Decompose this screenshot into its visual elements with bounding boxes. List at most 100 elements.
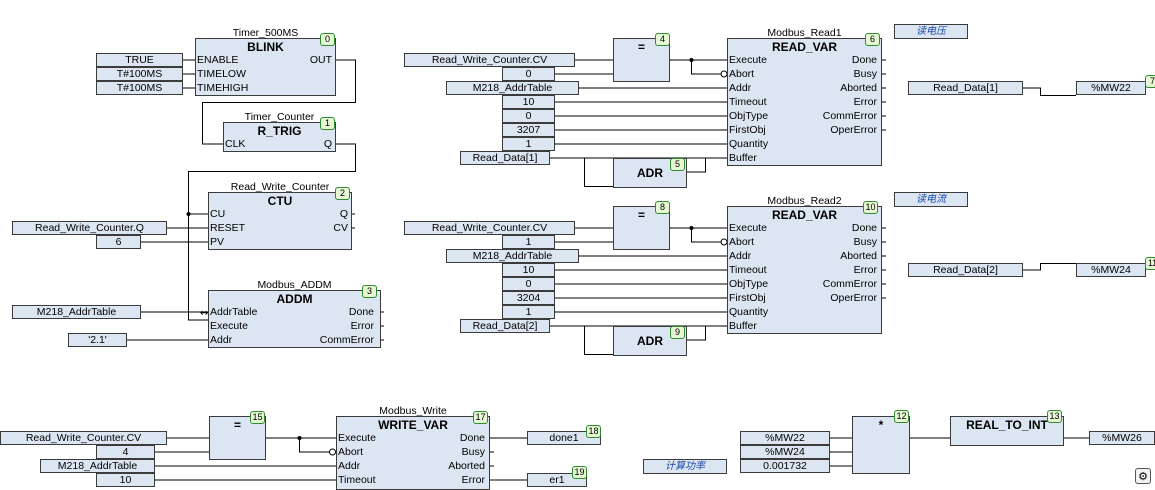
pin-addr: Addr: [729, 82, 752, 94]
junction-dot: [689, 58, 694, 62]
rtrig-block[interactable]: R_TRIG CLK Q: [223, 122, 336, 152]
read1-instance-name[interactable]: Modbus_Read1: [767, 27, 842, 39]
eq3-in2-value[interactable]: 4: [96, 445, 155, 459]
blink-instance-name[interactable]: Timer_500MS: [232, 27, 299, 39]
read1-block[interactable]: READ_VAR Execute Abort Addr Timeout ObjT…: [727, 38, 882, 166]
comment-read-voltage[interactable]: 读电压: [894, 24, 968, 39]
pin-q: Q: [339, 208, 348, 220]
comment-read-current[interactable]: 读电流: [894, 192, 968, 207]
addm-addr-value[interactable]: '2.1': [68, 333, 127, 347]
pin-aborted: Aborted: [840, 250, 877, 262]
comment-calc-power[interactable]: 计算功率: [643, 459, 727, 474]
pin-commerror: CommError: [319, 334, 374, 346]
mul-number-badge: 12: [894, 410, 909, 423]
eq2-in2-value[interactable]: 1: [502, 235, 555, 249]
mul-block[interactable]: *: [852, 416, 910, 474]
eq3-in1-value[interactable]: Read_Write_Counter.CV: [0, 431, 167, 445]
write-addr-value[interactable]: M218_AddrTable: [40, 459, 155, 473]
read2-block[interactable]: READ_VAR Execute Abort Addr Timeout ObjT…: [727, 206, 882, 334]
read1-timeout-value[interactable]: 10: [502, 95, 555, 109]
read2-quantity-value[interactable]: 1: [502, 305, 555, 319]
adr1-number-badge: 5: [670, 158, 685, 171]
pin-reset: RESET: [210, 222, 246, 234]
read2-objtype-value[interactable]: 0: [502, 277, 555, 291]
read2-timeout-value[interactable]: 10: [502, 263, 555, 277]
read1-addr-value[interactable]: M218_AddrTable: [446, 81, 579, 95]
pin-execute: Execute: [729, 54, 767, 66]
pin-out: OUT: [309, 54, 332, 66]
assign1-source[interactable]: Read_Data[1]: [908, 81, 1023, 95]
read2-firstobj-value[interactable]: 3204: [502, 291, 555, 305]
eq1-in2-value[interactable]: 0: [502, 67, 555, 81]
rtrig-type: R_TRIG: [257, 124, 302, 138]
write-number-badge: 17: [473, 411, 488, 424]
pin-buffer: Buffer: [729, 152, 757, 164]
pin-done: Done: [459, 432, 485, 444]
eq2-in1-value[interactable]: Read_Write_Counter.CV: [404, 221, 575, 235]
mul-in1-value[interactable]: %MW22: [740, 431, 830, 445]
pin-abort: Abort: [338, 446, 364, 458]
pin-timeout: Timeout: [729, 96, 767, 108]
pin-execute: Execute: [210, 320, 248, 332]
rtrig-instance-name[interactable]: Timer_Counter: [244, 111, 315, 123]
pin-busy: Busy: [853, 236, 877, 248]
real-to-int-number-badge: 13: [1047, 410, 1062, 423]
adr2-number-badge: 9: [670, 326, 685, 339]
pin-quantity: Quantity: [729, 138, 769, 150]
assign2-source[interactable]: Read_Data[2]: [908, 263, 1023, 277]
addm-block[interactable]: ADDM AddrTable Execute Addr Done Error C…: [208, 290, 381, 348]
adr2-type: ADR: [637, 334, 663, 348]
read1-objtype-value[interactable]: 0: [502, 109, 555, 123]
write-timeout-value[interactable]: 10: [96, 473, 155, 487]
blink-timehigh-value[interactable]: T#100MS: [96, 81, 183, 95]
blink-enable-value[interactable]: TRUE: [96, 53, 183, 67]
pin-aborted: Aborted: [448, 460, 485, 472]
eq1-in1-value[interactable]: Read_Write_Counter.CV: [404, 53, 575, 67]
junction-dot: [297, 436, 302, 440]
write-block[interactable]: WRITE_VAR Execute Abort Addr Timeout Don…: [336, 416, 490, 490]
read2-number-badge: 10: [863, 201, 878, 214]
read2-instance-name[interactable]: Modbus_Read2: [767, 195, 842, 207]
pin-opererror: OperError: [830, 124, 877, 136]
ctu-block[interactable]: CTU CU RESET PV Q CV: [208, 192, 352, 250]
assign1-target[interactable]: %MW22: [1076, 81, 1146, 95]
read2-buffer-value[interactable]: Read_Data[2]: [460, 319, 550, 333]
ctu-reset-value[interactable]: Read_Write_Counter.Q: [12, 221, 167, 235]
addm-addrtable-value[interactable]: M218_AddrTable: [12, 305, 141, 319]
read1-firstobj-value[interactable]: 3207: [502, 123, 555, 137]
addm-type: ADDM: [276, 292, 313, 306]
done1-number-badge: 18: [586, 425, 601, 438]
search-settings-icon[interactable]: ⚙: [1135, 468, 1151, 484]
write-instance-name[interactable]: Modbus_Write: [379, 405, 447, 417]
mul-in2-value[interactable]: %MW24: [740, 445, 830, 459]
blink-block[interactable]: BLINK ENABLE TIMELOW TIMEHIGH OUT: [195, 38, 336, 96]
negation-circle: [329, 448, 336, 456]
pin-enable: ENABLE: [197, 54, 239, 66]
assign2-target[interactable]: %MW24: [1076, 263, 1146, 277]
ctu-pv-value[interactable]: 6: [96, 235, 141, 249]
ctu-type: CTU: [267, 194, 293, 208]
read1-quantity-value[interactable]: 1: [502, 137, 555, 151]
read1-number-badge: 6: [865, 33, 880, 46]
read1-buffer-value[interactable]: Read_Data[1]: [460, 151, 550, 165]
pin-timehigh: TIMEHIGH: [197, 82, 249, 94]
pin-error: Error: [853, 96, 877, 108]
blink-timelow-value[interactable]: T#100MS: [96, 67, 183, 81]
pin-timeout: Timeout: [729, 264, 767, 276]
real-to-int-block[interactable]: REAL_TO_INT: [950, 416, 1064, 446]
ctu-instance-name[interactable]: Read_Write_Counter: [230, 181, 330, 193]
addm-instance-name[interactable]: Modbus_ADDM: [257, 279, 332, 291]
rtrig-number-badge: 1: [320, 117, 335, 130]
read2-addr-value[interactable]: M218_AddrTable: [446, 249, 579, 263]
pin-opererror: OperError: [830, 292, 877, 304]
read1-type: READ_VAR: [771, 40, 838, 54]
pin-done: Done: [348, 306, 374, 318]
pin-done: Done: [851, 222, 877, 234]
real-to-int-output[interactable]: %MW26: [1089, 431, 1155, 445]
pin-error: Error: [853, 264, 877, 276]
done1-output[interactable]: done1: [527, 431, 601, 445]
adr1-type: ADR: [637, 166, 663, 180]
mul-in3-value[interactable]: 0.001732: [740, 459, 830, 473]
assign2-number-badge: 11: [1145, 257, 1155, 270]
pin-cv: CV: [333, 222, 348, 234]
